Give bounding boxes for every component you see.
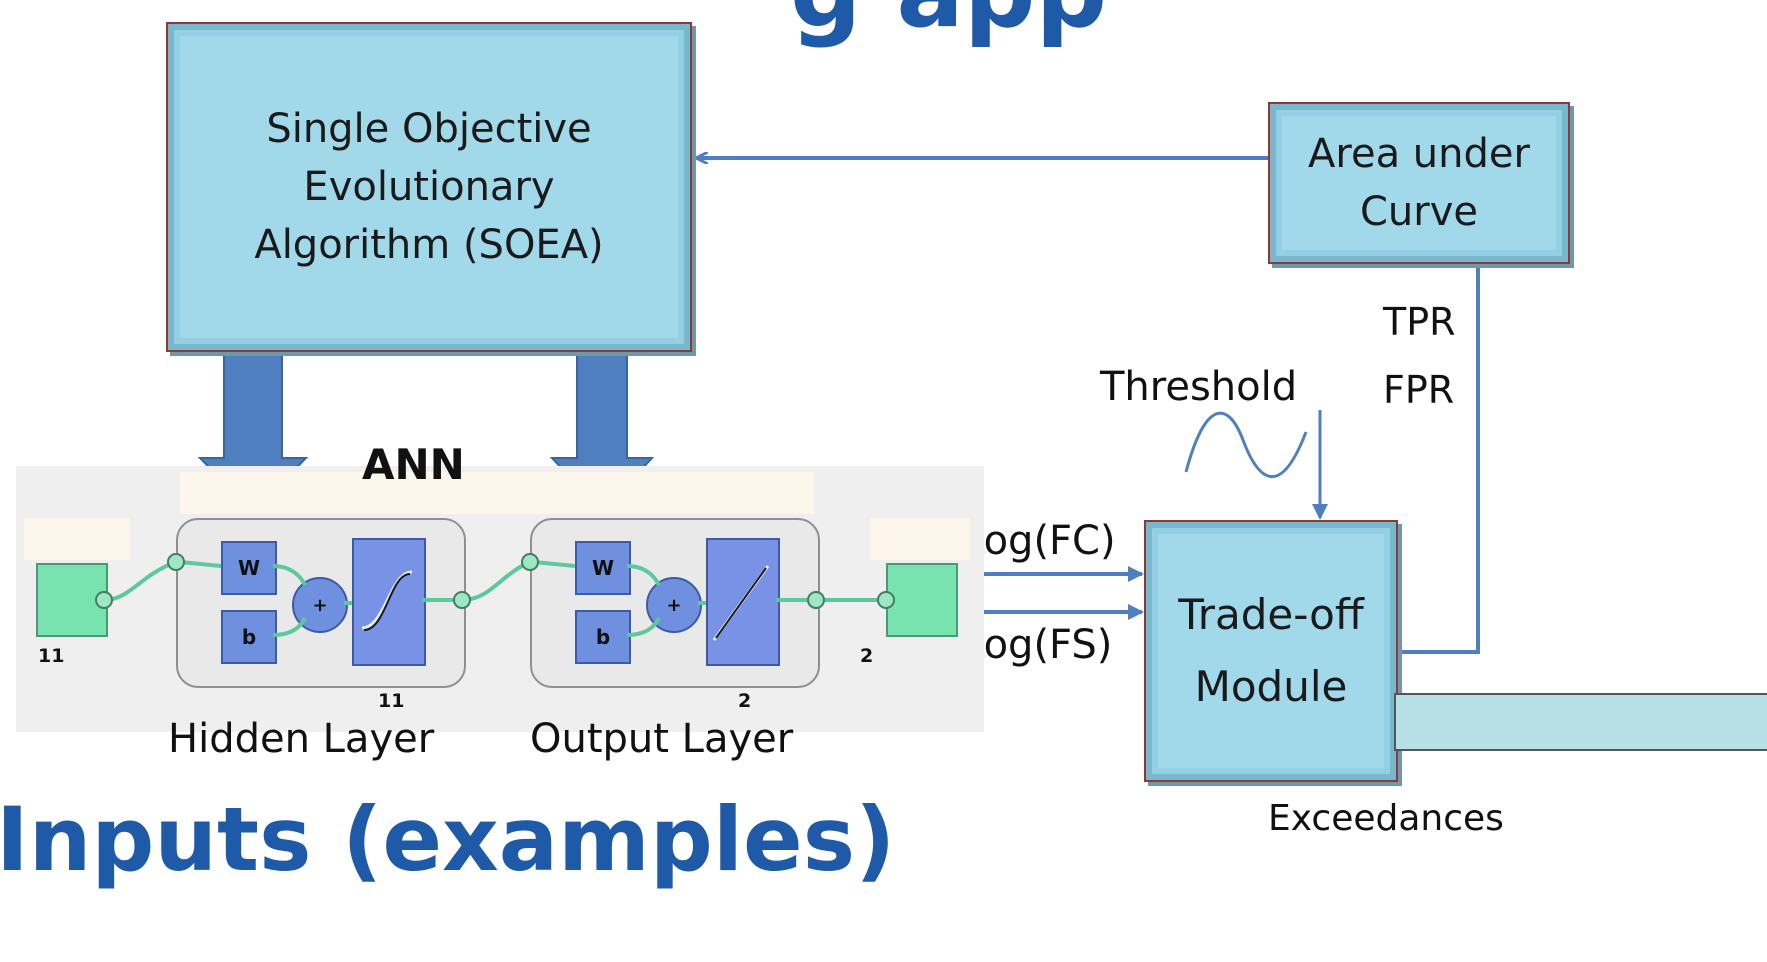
sigmoid-stroke-icon (363, 573, 411, 631)
output-size: 2 (738, 690, 752, 712)
conn-ob-sum (626, 617, 661, 637)
linear-stroke-icon (715, 567, 767, 639)
tpr-label: TPR (1383, 300, 1456, 344)
conn-ow-sum (626, 564, 661, 586)
fpr-label: FPR (1383, 368, 1455, 412)
conn-w-sum (272, 564, 307, 586)
hidden-size: 11 (378, 690, 405, 712)
port-final-in (877, 591, 895, 609)
exceedances-label: Exceedances (1268, 798, 1504, 839)
threshold-label: Threshold (1100, 364, 1298, 410)
conn-hidden-output (461, 560, 531, 602)
log-fc-label: Log(FC) (962, 518, 1116, 564)
auc-label: Area under Curve (1308, 131, 1530, 235)
hidden-transfer-fn (352, 538, 426, 666)
input-label-pad (24, 518, 130, 560)
slide-title: g app (790, 0, 1107, 52)
conn-b-sum (272, 617, 307, 637)
output-layer-label: Output Layer (530, 716, 794, 762)
port-output-in (521, 553, 539, 571)
port-hidden-in (167, 553, 185, 571)
port-in-a (95, 591, 113, 609)
conn-output-w (533, 560, 576, 568)
conn-hidden-w (179, 560, 222, 568)
tradeoff-label: Trade-off Module (1178, 590, 1364, 711)
output-bar (1394, 693, 1767, 751)
sigmoid-curve-icon (361, 570, 413, 630)
hidden-layer-label: Hidden Layer (168, 716, 435, 762)
ann-title: ANN (362, 440, 465, 489)
auc-box: Area under Curve (1268, 102, 1570, 264)
sine-wave-icon (1184, 411, 1308, 479)
soea-label: Single Objective Evolutionary Algorithm … (254, 106, 604, 268)
ann-header-strip (180, 472, 814, 514)
final-output-size: 2 (860, 645, 874, 667)
soea-box: Single Objective Evolutionary Algorithm … (166, 22, 692, 352)
output-node (886, 563, 958, 637)
tradeoff-box: Trade-off Module (1144, 520, 1398, 782)
conn-input-hidden (103, 560, 177, 602)
hidden-bias-b: b (221, 610, 277, 664)
output-label-pad (870, 518, 970, 560)
input-size: 11 (38, 645, 65, 667)
slide-subtitle: Inputs (examples) (0, 788, 896, 891)
port-hidden-out (453, 591, 471, 609)
output-bias-b: b (575, 610, 631, 664)
output-weight-w: W (575, 541, 631, 595)
tradeoff-to-auc-line (1396, 262, 1480, 654)
port-output-mid (807, 591, 825, 609)
log-fs-label: Log(FS) (962, 622, 1113, 668)
